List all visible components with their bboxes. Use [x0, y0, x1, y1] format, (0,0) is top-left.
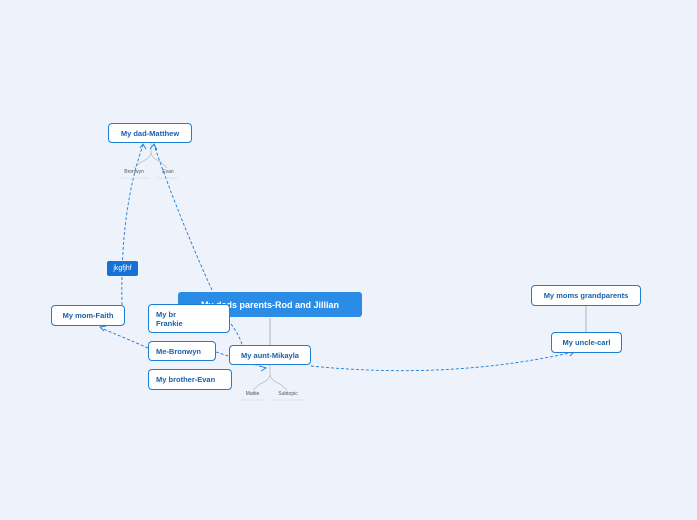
subtopic-evan[interactable]: Evan [162, 169, 174, 175]
rel-me-to-mom [100, 327, 149, 349]
node-brother-frankie[interactable]: My br Frankie [148, 304, 230, 333]
rel-mom-to-dad [121, 144, 144, 306]
node-uncle[interactable]: My uncle-carl [551, 332, 622, 353]
arrowhead-dad-left [139, 143, 147, 150]
frankie-line-1: My br [156, 309, 177, 319]
rel-central-to-dad [153, 144, 213, 291]
frankie-line-2: Frankie [156, 318, 183, 328]
subtopic-bronwyn[interactable]: Bronwyn [124, 169, 144, 175]
node-brother-evan[interactable]: My brother-Evan [148, 369, 232, 390]
node-dad[interactable]: My dad-Matthew [108, 123, 192, 143]
node-aunt[interactable]: My aunt-Mikayla [229, 345, 311, 365]
subtopic-placeholder[interactable]: Subtopic [278, 391, 298, 397]
arrowhead-dad-right [149, 143, 158, 151]
node-moms-grandparents[interactable]: My moms grandparents [531, 285, 641, 306]
line-aunt-subtopics [252, 365, 288, 391]
node-mom[interactable]: My mom-Faith [51, 305, 125, 326]
subtopic-mattie[interactable]: Mattie [245, 391, 260, 397]
rel-frankie-to-aunt [227, 319, 244, 349]
line-dad-subtopics [133, 143, 168, 169]
node-me[interactable]: Me-Bronwyn [148, 341, 216, 361]
relationship-label[interactable]: jkgfjhf [107, 261, 138, 276]
rel-aunt-to-uncle [310, 351, 575, 372]
arrowhead-aunt [259, 365, 268, 372]
arrowhead-mom [99, 325, 107, 332]
